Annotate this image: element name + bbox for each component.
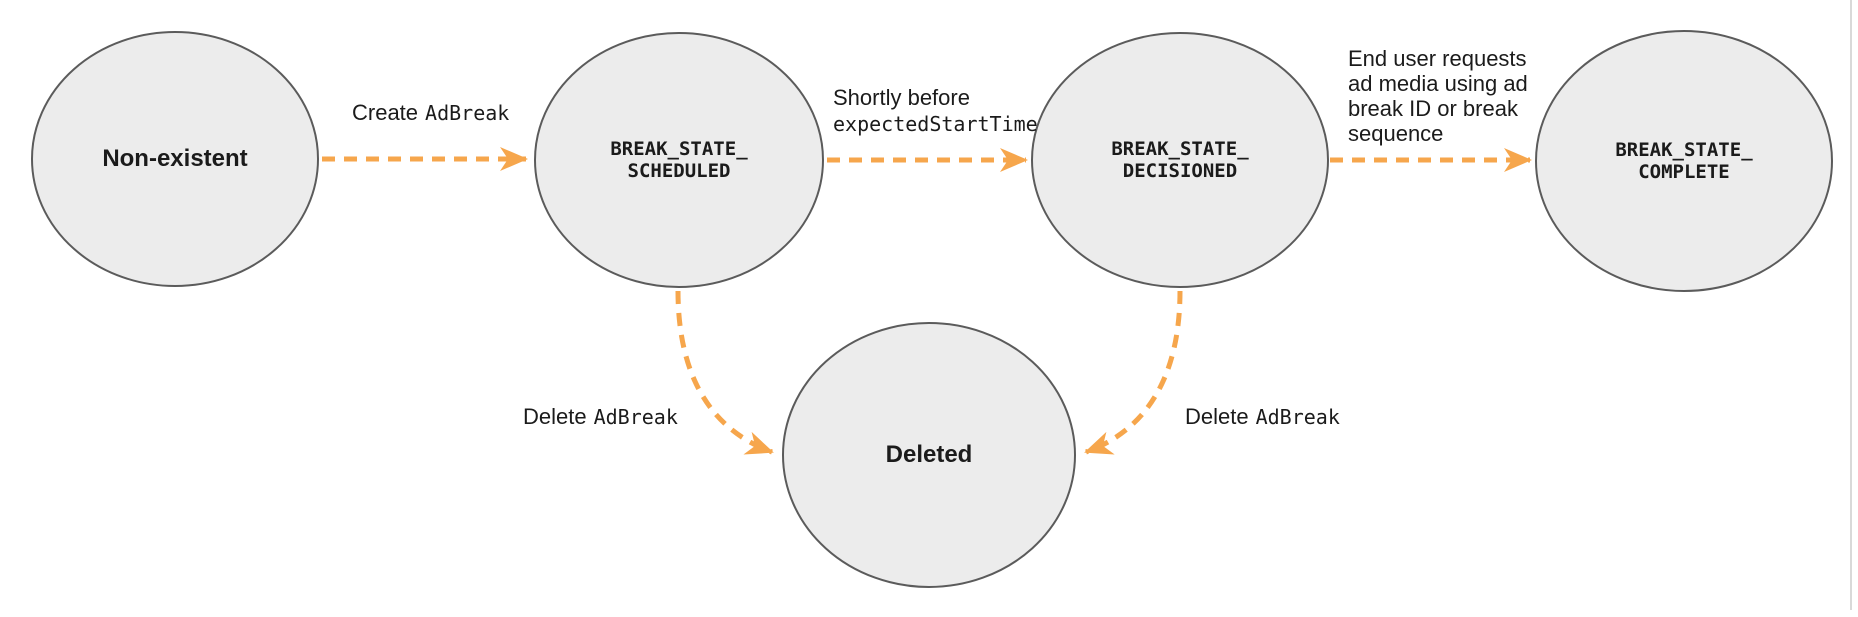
node-label-line2: SCHEDULED	[627, 160, 731, 182]
edge-label-text: Shortly before	[833, 85, 970, 110]
node-deleted-label: Deleted	[783, 323, 1075, 587]
node-label-text: Non-existent	[102, 145, 248, 172]
edge-label-code: AdBreak	[425, 101, 510, 125]
node-label-line2: DECISIONED	[1122, 160, 1238, 182]
edge-label-line: End user requests	[1348, 46, 1527, 71]
edge-label-line: sequence	[1348, 121, 1444, 146]
edge-label-code: expectedStartTime	[833, 112, 1038, 136]
edge-label-text: Create	[352, 100, 419, 125]
node-break-state-scheduled-label: BREAK_STATE_ SCHEDULED	[535, 33, 823, 287]
edge-label-line: ad media using ad	[1348, 71, 1528, 96]
node-break-state-decisioned-label: BREAK_STATE_ DECISIONED	[1032, 33, 1328, 287]
edge-end-user-requests-label: End user requests ad media using ad brea…	[1348, 46, 1568, 146]
edge-shortly-before-label: Shortly before expectedStartTime	[833, 84, 1038, 138]
node-label-line2: COMPLETE	[1638, 161, 1730, 183]
edge-label-code: AdBreak	[593, 405, 678, 429]
edge-label-line: break ID or break	[1348, 96, 1518, 121]
node-break-state-complete-shape	[1535, 30, 1833, 292]
node-non-existent-label: Non-existent	[32, 32, 318, 286]
edge-delete-adbreak-right-arrow	[1084, 290, 1183, 455]
node-break-state-complete-label: BREAK_STATE_ COMPLETE	[1536, 31, 1832, 291]
edge-label-text: Delete	[1185, 404, 1249, 429]
node-label-line1: BREAK_STATE_	[610, 138, 748, 160]
edge-delete-adbreak-left-arrow	[675, 290, 774, 455]
node-deleted-shape	[782, 322, 1076, 588]
node-label-text: Deleted	[885, 441, 973, 468]
right-edge-divider	[1850, 0, 1852, 610]
node-break-state-scheduled-shape	[534, 32, 824, 288]
edge-label-code: AdBreak	[1255, 405, 1340, 429]
node-label-line1: BREAK_STATE_	[1111, 138, 1249, 160]
node-non-existent-shape	[31, 31, 319, 287]
node-break-state-decisioned-shape	[1031, 32, 1329, 288]
edge-label-text: Delete	[523, 404, 587, 429]
node-label-line1: BREAK_STATE_	[1615, 139, 1753, 161]
